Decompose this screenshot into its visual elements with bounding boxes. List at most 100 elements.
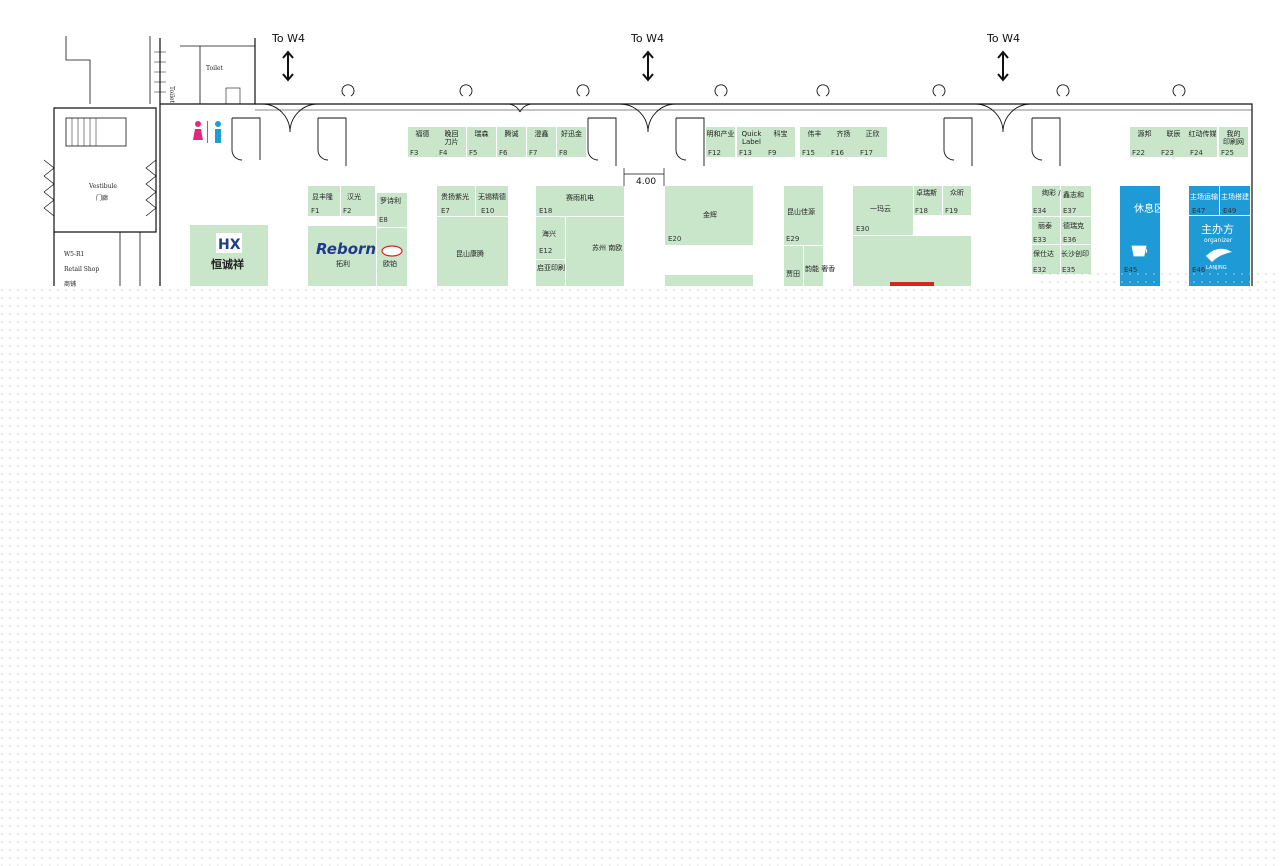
toilet-label-vertical: Toilet	[168, 86, 175, 104]
booth-e35[interactable]: 长沙创印 E35	[1061, 245, 1091, 274]
booth-shape	[1219, 127, 1248, 157]
booth-e29[interactable]: 昆山佳源 E29	[784, 186, 823, 245]
booth-shape	[829, 127, 858, 157]
booth-f1[interactable]: 显丰隆 F1	[308, 186, 340, 216]
booth-suzhou[interactable]: 苏州 南欧	[566, 217, 624, 286]
booth-name: 昆山佳源	[787, 207, 815, 216]
booth-name: 我的	[1227, 129, 1241, 138]
booth-id: F7	[529, 149, 537, 157]
exit-to-w4-3[interactable]: To W4	[986, 32, 1020, 82]
exit-to-w4-1[interactable]: To W4	[271, 32, 305, 82]
booth-e10[interactable]: 无锡精德 E10	[476, 186, 508, 216]
booth-e20[interactable]: 金辉 E20	[665, 186, 753, 245]
booth-reborn[interactable]: Reborn 拓利	[308, 226, 376, 286]
booth-id: F12	[708, 149, 721, 157]
booth-id: E32	[1033, 266, 1046, 274]
booth-id: E30	[856, 225, 869, 233]
booth-id: F24	[1190, 149, 1203, 157]
exit-label: To W4	[271, 32, 305, 45]
booth-hx[interactable]: HX 恒诚祥	[190, 225, 268, 286]
booth-f2[interactable]: 汉光 F2	[341, 186, 375, 216]
booth-name: Label	[742, 138, 761, 146]
booth-name: 苏州 南欧	[592, 243, 622, 252]
booth-name: 赛雨机电	[566, 193, 594, 202]
booth-id: F25	[1221, 149, 1234, 157]
booth-id: E34	[1033, 207, 1047, 215]
booth-e34[interactable]: 绚彩 /华禾 E34	[1032, 186, 1075, 216]
booth-name: 欧铂	[383, 259, 397, 268]
booth-e12[interactable]: 海兴 E12	[536, 217, 565, 259]
booth-top-f7[interactable]: 澄鑫 F7	[527, 127, 556, 157]
booth-top-f9[interactable]: 科宝 F9	[766, 127, 795, 157]
booth-name: 昆山康腾	[456, 249, 484, 258]
booth-f19[interactable]: 众昕 F19	[943, 186, 971, 215]
booth-shape	[706, 127, 735, 157]
booth-name: 主办方	[1201, 222, 1234, 236]
booth-id: F15	[802, 149, 815, 157]
booth-name: 恒诚祥	[211, 257, 244, 271]
booth-e49[interactable]: 主场搭建 E49	[1220, 186, 1250, 215]
booth-name: 源邦	[1138, 129, 1152, 138]
booth-name: Quick	[742, 130, 763, 138]
reborn-logo: Reborn	[316, 240, 376, 258]
shop-label: Retail Shop	[64, 266, 99, 273]
booth-oubo[interactable]: 欧铂	[377, 228, 407, 286]
booth-s2[interactable]: 韵能 奢香	[804, 246, 835, 286]
booth-name: 拓利	[336, 259, 350, 268]
booth-name: 绚彩 /华禾	[1042, 188, 1075, 197]
toilet-label: Toilet	[206, 65, 224, 72]
booth-id: E18	[539, 207, 552, 215]
double-arrow-icon	[642, 50, 654, 82]
booth-e37[interactable]: 鑫志和 E37	[1061, 186, 1091, 216]
booth-e18[interactable]: 赛雨机电 E18	[536, 186, 624, 216]
booth-name: 福德	[416, 129, 430, 138]
booth-e7[interactable]: 贵扬紫光 E7	[437, 186, 475, 216]
booth-e13[interactable]: 启亚印刷	[536, 260, 565, 286]
booth-kunshan[interactable]: 昆山康腾	[437, 217, 508, 286]
top-booth-row: 福德F3晚回刀片F4瑞森F5腾诚F6澄鑫F7好迅金F8明和产业F12QuickL…	[408, 127, 1248, 157]
booth-id: F19	[945, 207, 958, 215]
booth-f18[interactable]: 卓瑞斯 F18	[914, 186, 942, 215]
booth-id: F9	[768, 149, 776, 157]
booth-large	[853, 236, 971, 286]
booth-e32[interactable]: 保仕达 E32	[1032, 245, 1060, 274]
booth-name: 金辉	[703, 210, 717, 219]
double-arrow-icon	[997, 50, 1009, 82]
booth-e30[interactable]: 一玛云 E30	[853, 186, 913, 235]
booth-id: F18	[915, 207, 928, 215]
booth-e8[interactable]: 罗诗利 E8	[377, 193, 407, 227]
booth-name: 贵扬紫光	[441, 192, 469, 201]
booth-s1[interactable]: 贾田	[784, 246, 803, 286]
restroom-icon	[193, 121, 221, 143]
booth-name: 好迅金	[561, 129, 582, 138]
booth-name: 显丰隆	[312, 192, 333, 201]
booth-name: 齐扬	[837, 129, 851, 138]
booth-id: E37	[1063, 207, 1076, 215]
booth-e33[interactable]: 丽泰 E33	[1032, 217, 1060, 244]
booth-shape	[858, 127, 887, 157]
booth-id: F2	[343, 207, 351, 215]
booth-shape	[1188, 127, 1217, 157]
booth-name: 罗诗利	[380, 196, 401, 205]
booth-e47[interactable]: 主场运输 E47	[1189, 186, 1219, 215]
booth-name: 科宝	[774, 129, 788, 138]
vestibule-label: Vestibule	[88, 183, 117, 190]
booth-name: 澄鑫	[535, 129, 549, 138]
booth-e36[interactable]: 德瑞克 E36	[1061, 217, 1091, 244]
exit-to-w4-2[interactable]: To W4	[630, 32, 664, 82]
